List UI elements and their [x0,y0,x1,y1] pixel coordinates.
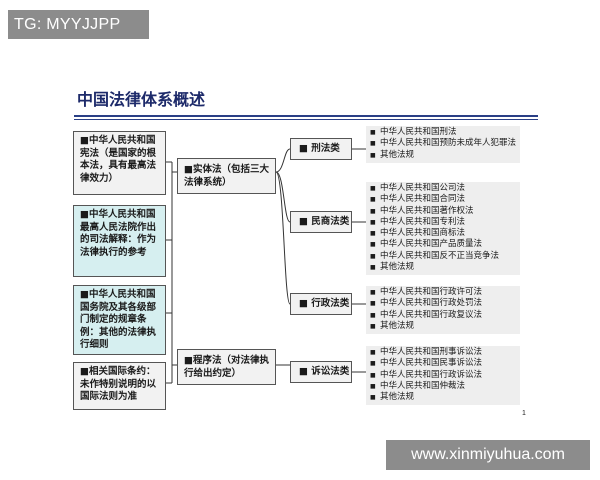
source-state-council-rules: ■中华人民共和国国务院及其各级部门制定的规章条例：其他的法律执行细则 [73,285,166,355]
category-civil-commercial: ■ 民商法类 [290,211,352,233]
bullet-icon: ■ [184,355,193,366]
list-item: 中华人民共和国刑法 [370,127,516,139]
litigation-law-list: 中华人民共和国刑事诉讼法 中华人民共和国民事诉讼法 中华人民共和国行政诉讼法 中… [366,346,520,406]
page-number: 1 [522,410,526,417]
procedural-law-box: ■程序法（对法律执行给出约定） [177,349,276,385]
list-item: 中华人民共和国行政诉讼法 [370,370,516,382]
list-item: 中华人民共和国公司法 [370,183,516,195]
list-item: 中华人民共和国行政许可法 [370,287,516,299]
list-item: 其他法规 [370,262,516,274]
bullet-icon: ■ [299,298,312,309]
bullet-icon: ■ [299,216,312,227]
list-item: 中华人民共和国产品质量法 [370,239,516,251]
watermark-bottom: www.xinmiyuhua.com [386,440,590,470]
list-item: 其他法规 [370,392,516,404]
list-item: 中华人民共和国合同法 [370,194,516,206]
source-text: 中华人民共和国最高人民法院作出的司法解释：作为法律执行的参考 [80,209,157,258]
list-item: 中华人民共和国著作权法 [370,206,516,218]
list-item: 中华人民共和国仲裁法 [370,381,516,393]
title-rule-thick [74,115,538,117]
source-international-treaties: ■相关国际条约：未作特别说明的以国际法则为准 [73,362,166,410]
list-item: 中华人民共和国商标法 [370,228,516,240]
list-item: 中华人民共和国预防未成年人犯罪法 [370,138,516,150]
criminal-law-list: 中华人民共和国刑法 中华人民共和国预防未成年人犯罪法 其他法规 [366,126,520,163]
bullet-icon: ■ [80,209,89,220]
category-administrative: ■ 行政法类 [290,293,352,315]
category-litigation: ■ 诉讼法类 [290,361,352,383]
source-constitution: ■中华人民共和国宪法（是国家的根本法，具有最高法律效力） [73,131,166,195]
list-item: 其他法规 [370,321,516,333]
source-text: 中华人民共和国宪法（是国家的根本法，具有最高法律效力） [80,135,157,184]
list-item: 中华人民共和国行政复议法 [370,310,516,322]
list-item: 其他法规 [370,150,516,162]
source-text: 中华人民共和国国务院及其各级部门制定的规章条例：其他的法律执行细则 [80,289,157,350]
bullet-icon: ■ [80,366,89,377]
source-text: 相关国际条约：未作特别说明的以国际法则为准 [80,366,157,402]
substantive-law-text: 实体法（包括三大法律系统） [184,164,270,188]
list-item: 中华人民共和国民事诉讼法 [370,358,516,370]
procedural-law-text: 程序法（对法律执行给出约定） [184,355,270,379]
administrative-law-list: 中华人民共和国行政许可法 中华人民共和国行政处罚法 中华人民共和国行政复议法 其… [366,286,520,335]
title-rule-thin [74,119,538,120]
substantive-law-box: ■实体法（包括三大法律系统） [177,158,276,194]
page-title: 中国法律体系概述 [77,90,206,109]
source-judicial-interpretation: ■中华人民共和国最高人民法院作出的司法解释：作为法律执行的参考 [73,205,166,277]
civil-law-list: 中华人民共和国公司法 中华人民共和国合同法 中华人民共和国著作权法 中华人民共和… [366,182,520,276]
list-item: 中华人民共和国刑事诉讼法 [370,347,516,359]
list-item: 中华人民共和国反不正当竞争法 [370,251,516,263]
watermark-top: TG: MYYJJPP [8,10,149,39]
bullet-icon: ■ [80,289,89,300]
bullet-icon: ■ [80,135,89,146]
bullet-icon: ■ [184,164,193,175]
list-item: 中华人民共和国专利法 [370,217,516,229]
bullet-icon: ■ [299,143,312,154]
bullet-icon: ■ [299,366,312,377]
category-criminal: ■ 刑法类 [290,138,352,160]
list-item: 中华人民共和国行政处罚法 [370,298,516,310]
